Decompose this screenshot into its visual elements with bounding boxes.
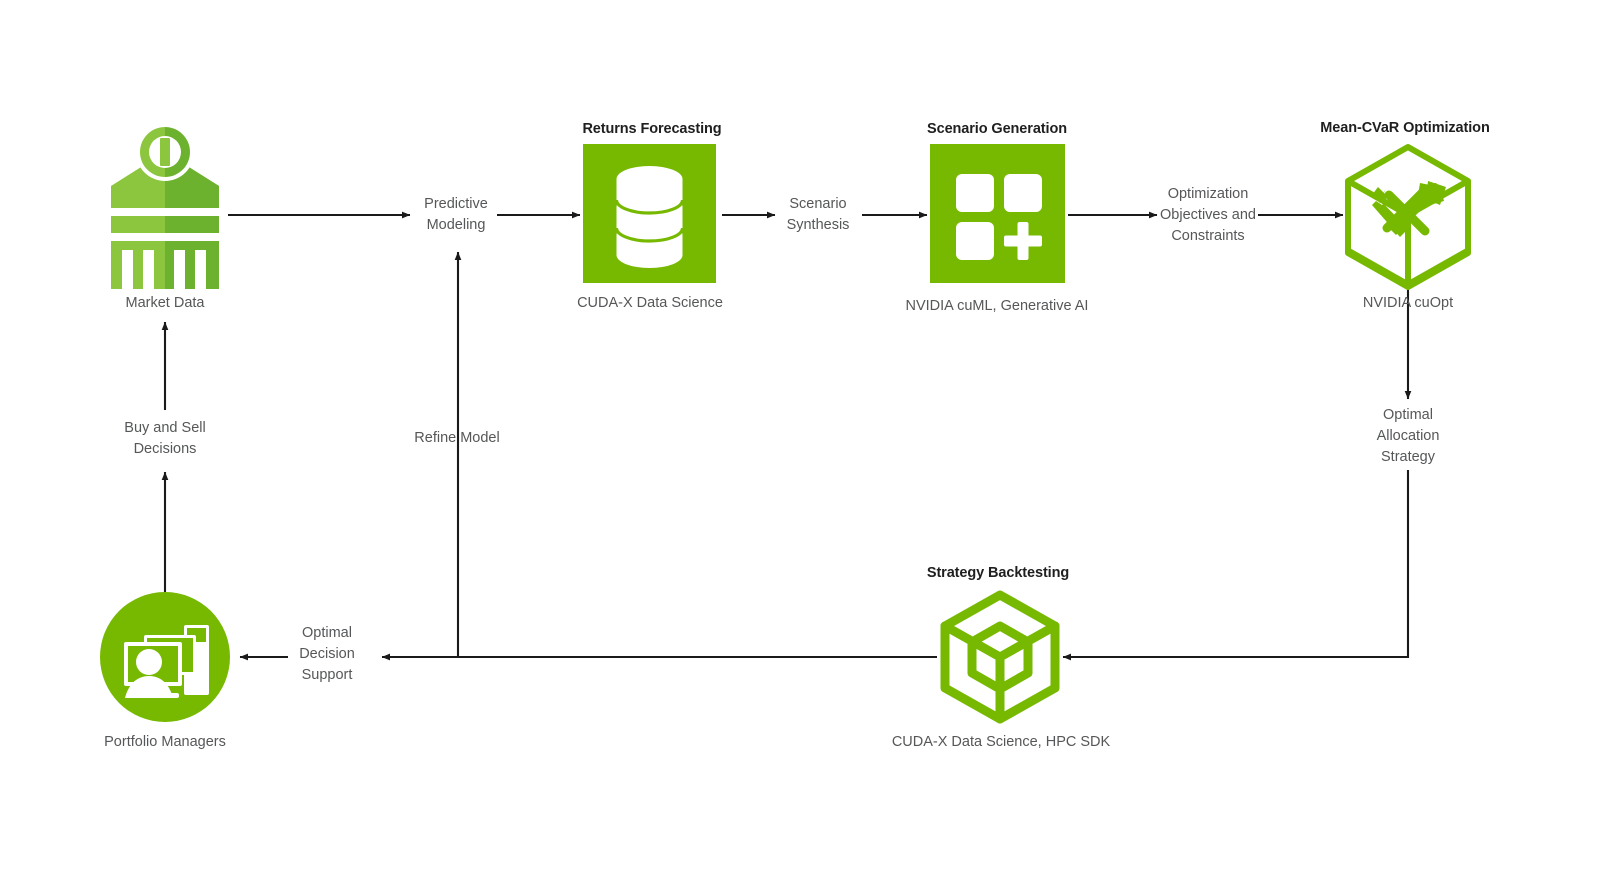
edge-label-line: Refine Model xyxy=(414,430,500,446)
edge-label-scenario-synthesis: Scenario Synthesis xyxy=(718,194,918,236)
cube-icon xyxy=(937,589,1063,725)
market-data-caption: Market Data xyxy=(125,295,205,311)
database-icon xyxy=(583,144,716,283)
scenario-generation-caption: NVIDIA cuML, Generative AI xyxy=(905,298,1089,314)
returns-forecasting-title: Returns Forecasting xyxy=(582,121,722,137)
edge-label-line: Strategy xyxy=(1381,449,1435,465)
portfolio-managers-caption: Portfolio Managers xyxy=(104,734,226,750)
edge-label-line: Buy and Sell xyxy=(124,420,206,436)
arrow-allocation-to-backtesting xyxy=(1062,470,1410,661)
edge-label-line: Optimization xyxy=(1167,186,1249,202)
edge-label-line: Scenario xyxy=(789,196,847,212)
edge-label-line: Objectives and xyxy=(1160,207,1256,223)
mean-cvar-caption: NVIDIA cuOpt xyxy=(1362,295,1454,311)
edge-label-line: Support xyxy=(301,667,353,683)
edge-label-optimal-decision-support: Optimal Decision Support xyxy=(227,623,427,686)
edge-label-line: Optimal xyxy=(1383,407,1433,423)
edge-label-line: Modeling xyxy=(426,217,486,233)
edge-label-line: Decisions xyxy=(133,441,197,457)
bank-icon xyxy=(105,123,225,289)
scenario-generation-title: Scenario Generation xyxy=(927,121,1067,137)
edge-label-line: Synthesis xyxy=(786,217,850,233)
edge-label-line: Predictive xyxy=(424,196,488,212)
edge-label-predictive-modeling: Predictive Modeling xyxy=(356,194,556,236)
workstation-person-icon xyxy=(100,592,230,722)
edge-label-line: Decision xyxy=(299,646,355,662)
edge-label-optimization-objectives: Optimization Objectives and Constraints xyxy=(1108,184,1308,247)
returns-forecasting-caption: CUDA-X Data Science xyxy=(577,295,723,311)
grid-plus-icon xyxy=(930,144,1065,283)
edge-label-refine-model: Refine Model xyxy=(357,428,557,449)
edge-label-line: Optimal xyxy=(302,625,352,641)
cube-tools-icon xyxy=(1340,143,1476,291)
mean-cvar-title: Mean-CVaR Optimization xyxy=(1320,120,1490,136)
edge-label-buy-and-sell: Buy and Sell Decisions xyxy=(65,418,265,460)
strategy-backtesting-title: Strategy Backtesting xyxy=(926,565,1070,581)
edge-label-line: Constraints xyxy=(1171,228,1245,244)
edge-label-optimal-allocation: Optimal Allocation Strategy xyxy=(1308,405,1508,468)
edge-label-line: Allocation xyxy=(1376,428,1440,444)
strategy-backtesting-caption: CUDA-X Data Science, HPC SDK xyxy=(891,734,1111,750)
